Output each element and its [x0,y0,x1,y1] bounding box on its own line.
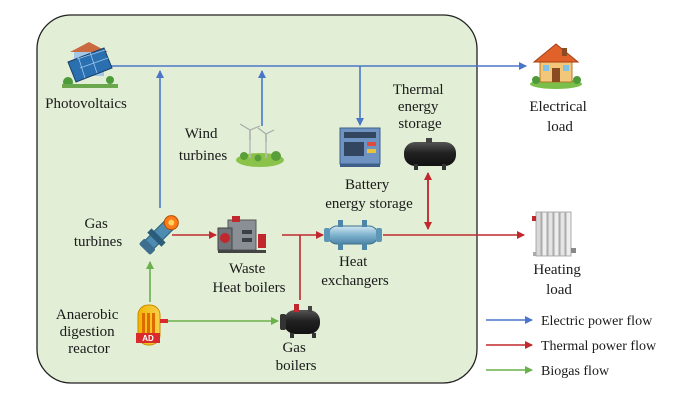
digestion-reactor-icon: AD [136,304,168,346]
legend-label-electric: Electric power flow [541,314,653,329]
biogas-flows [146,261,279,325]
label-heat-exchangers: Heat exchangers [321,254,389,289]
gas-boiler-icon [280,304,320,338]
label-wind-turbines: Wind turbines [179,126,227,164]
label-gas-boilers: Gas boilers [276,340,317,374]
legend-item-electric: Electric power flow [486,314,653,329]
label-electrical-load: Electrical load [529,99,590,135]
gas-turbine-icon [139,215,179,255]
legend-item-thermal: Thermal power flow [486,339,657,354]
solar-panel-house-icon [62,42,118,88]
thermal-flows [172,172,525,300]
label-anaerobic-reactor: Anaerobic digestion reactor [56,307,122,357]
boiler-icon [217,216,266,253]
legend: Electric power flow Thermal power flow B… [486,314,657,379]
electric-flows [92,62,527,208]
legend-label-thermal: Thermal power flow [541,339,657,354]
heat-exchanger-icon [324,220,382,250]
storage-tank-icon [404,138,456,170]
legend-item-biogas: Biogas flow [486,364,610,379]
battery-cabinet-icon [339,127,381,167]
label-battery-storage: Battery energy storage [325,177,413,212]
radiator-icon [532,211,576,257]
system-boundary [36,14,478,384]
label-heating-load: Heating load [533,262,584,298]
house-icon [530,43,582,89]
label-waste-heat-boilers: Waste Heat boilers [213,261,286,296]
label-gas-turbines: Gas turbines [74,216,122,250]
legend-label-biogas: Biogas flow [541,364,610,379]
labels: Photovoltaics Wind turbines Battery ener… [45,82,590,374]
reactor-badge: AD [142,334,154,343]
label-thermal-storage: Thermal energy storage [393,82,448,132]
wind-turbine-icon [236,123,284,167]
label-photovoltaics: Photovoltaics [45,96,127,112]
